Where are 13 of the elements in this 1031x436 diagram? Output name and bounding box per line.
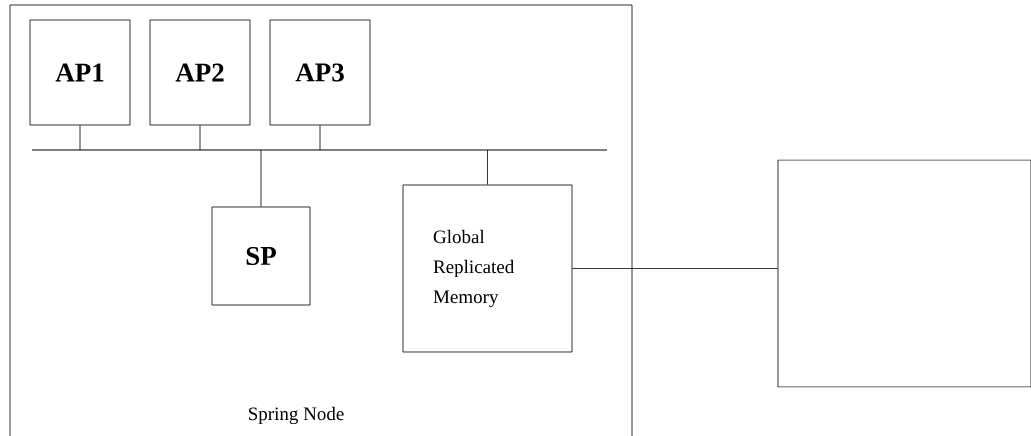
process-box: AP3 — [269, 19, 371, 126]
process-box: AP2 — [149, 19, 251, 126]
connector-line — [319, 125, 321, 151]
bus-line — [32, 149, 607, 151]
process-box: AP1 — [29, 19, 131, 126]
connector-line — [260, 149, 262, 207]
connector-line — [572, 268, 778, 269]
connector-line — [487, 149, 488, 185]
connector-line — [79, 125, 81, 151]
connector-line — [199, 125, 201, 151]
process-box: Global Replicated Memory — [402, 184, 573, 353]
process-box: SP — [211, 206, 311, 306]
box — [777, 159, 1031, 388]
